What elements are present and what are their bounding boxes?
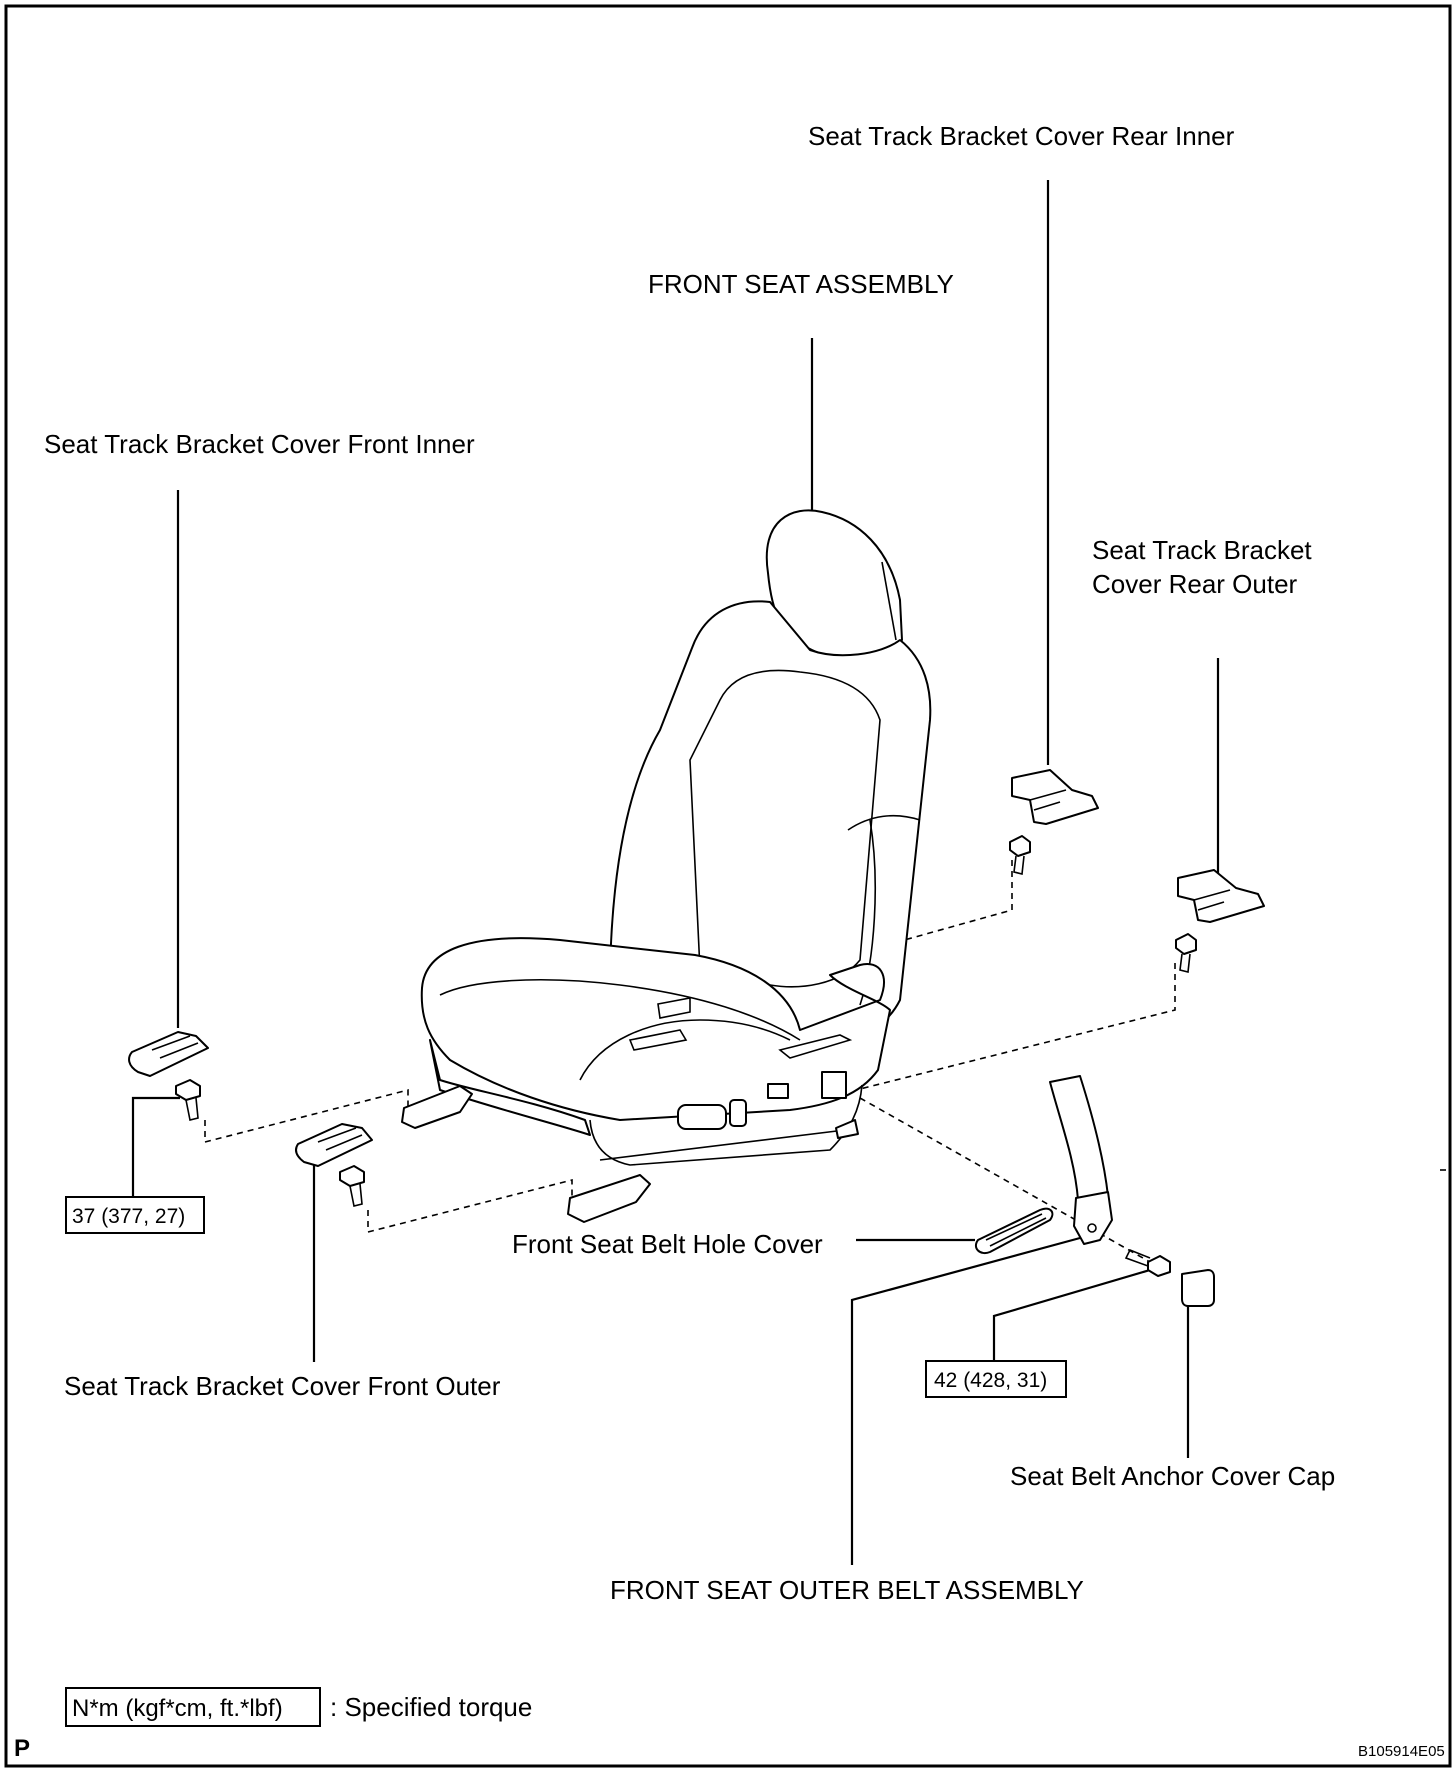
torque-value-belt-anchor: 42 (428, 31) <box>934 1369 1047 1392</box>
seat-switch-panel <box>821 1071 847 1099</box>
torque-box-front <box>65 1196 205 1234</box>
leader-torque-front <box>131 1096 180 1197</box>
track-cover-rear-outer <box>1177 869 1265 923</box>
track-cover-front-inner-ribs <box>151 1035 199 1059</box>
belt-hole-cover <box>974 1207 1054 1254</box>
seat-track-front-outer <box>567 1174 651 1223</box>
legend-unit-box <box>65 1687 321 1727</box>
outer-belt-anchor-plate <box>1073 1191 1113 1245</box>
seat-rear-mount <box>657 997 691 1019</box>
seat-switch-knob-2 <box>729 1099 747 1127</box>
seat-side-trim <box>778 1034 853 1059</box>
bolt-belt-anchor <box>1124 1248 1171 1277</box>
figure-code: B105914E05 <box>1358 1743 1445 1760</box>
legend-description: : Specified torque <box>330 1692 532 1722</box>
seat-switch-small <box>767 1083 789 1099</box>
install-line-rear-outer <box>855 963 1176 1091</box>
legend-unit-text: N*m (kgf*cm, ft.*lbf) <box>72 1695 283 1722</box>
bolt-front-inner <box>175 1079 201 1121</box>
bolt-front-outer <box>339 1165 365 1207</box>
bolt-rear-inner <box>1009 835 1031 875</box>
seat-cushion-top-seam <box>439 978 801 1041</box>
diagram-frame <box>4 4 1452 1768</box>
outer-belt-assembly <box>1049 1075 1113 1245</box>
front-seat-assembly <box>401 509 932 1223</box>
seat-cushion-side <box>589 1084 863 1166</box>
label-anchor-cover-cap: Seat Belt Anchor Cover Cap <box>1010 1461 1335 1491</box>
seat-headrest-edge <box>881 561 897 641</box>
belt-hole-cover-ribs <box>985 1213 1047 1247</box>
leader-torque-belt-anchor <box>992 1268 1151 1361</box>
track-cover-front-outer-ribs <box>317 1127 363 1151</box>
bolt-rear-outer <box>1175 933 1197 973</box>
seat-cushion-front-seam <box>579 1019 791 1081</box>
label-track-cover-front-outer: Seat Track Bracket Cover Front Outer <box>64 1371 501 1401</box>
label-outer-belt-assembly: FRONT SEAT OUTER BELT ASSEMBLY <box>610 1575 1084 1605</box>
track-cover-rear-outer-detail <box>1193 889 1231 911</box>
label-track-cover-rear-outer-1: Seat Track Bracket <box>1092 535 1312 565</box>
outer-belt-anchor-hole <box>1087 1223 1097 1233</box>
leader-outer-belt-assembly <box>850 1236 1081 1565</box>
label-track-cover-front-inner: Seat Track Bracket Cover Front Inner <box>44 429 475 459</box>
seat-track-rear-outer <box>835 1119 859 1139</box>
anchor-cover-cap <box>1181 1269 1215 1307</box>
track-cover-rear-inner-detail <box>1029 789 1067 811</box>
install-line-front-outer <box>367 1178 573 1234</box>
seat-base-underside <box>599 1129 846 1161</box>
seat-back-seam <box>847 814 921 831</box>
corner-mark-p: P <box>14 1735 30 1762</box>
torque-box-belt-anchor <box>925 1360 1067 1398</box>
label-track-cover-rear-inner: Seat Track Bracket Cover Rear Inner <box>808 121 1235 151</box>
seat-track-front-inner <box>401 1085 473 1129</box>
seat-base-frame <box>429 1039 591 1136</box>
torque-value-front: 37 (377, 27) <box>72 1205 185 1228</box>
seat-cushion <box>420 937 891 1121</box>
install-line-front-inner <box>204 1088 409 1144</box>
track-cover-front-outer <box>295 1123 373 1167</box>
track-cover-rear-inner <box>1011 769 1099 825</box>
seat-switch-knob <box>677 1104 727 1130</box>
label-track-cover-rear-outer-2: Cover Rear Outer <box>1092 569 1298 599</box>
outer-belt-webbing <box>1049 1075 1109 1201</box>
label-front-seat-assembly: FRONT SEAT ASSEMBLY <box>648 269 954 299</box>
label-belt-hole-cover: Front Seat Belt Hole Cover <box>512 1229 823 1259</box>
seat-rear-mount-2 <box>628 1029 688 1051</box>
